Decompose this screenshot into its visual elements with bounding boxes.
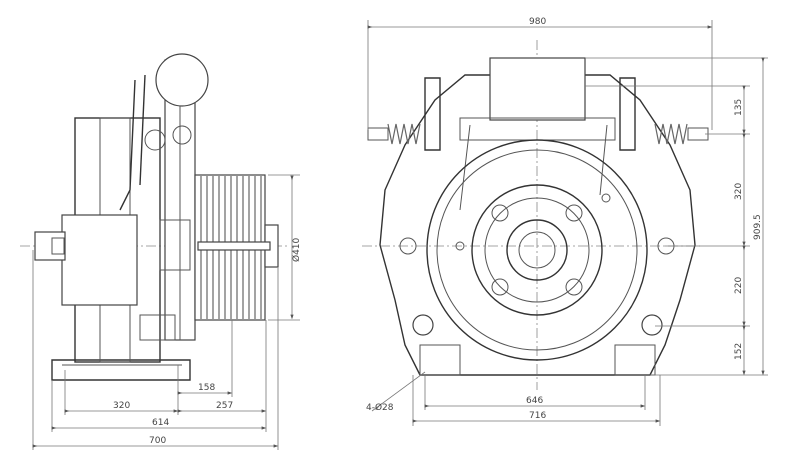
dim-320-front: 320: [734, 183, 744, 200]
shaft-end: [34, 231, 66, 261]
brake-housing-top: [489, 57, 586, 121]
dim-257: 257: [216, 401, 233, 411]
sheave-outer: [426, 139, 648, 361]
brake-spring-left: [367, 123, 421, 145]
brake-magnet: [155, 53, 209, 107]
dim-220: 220: [734, 277, 744, 294]
dim-152: 152: [734, 343, 744, 360]
dim-holes: 4-Ø28: [366, 402, 394, 413]
dim-320-side: 320: [113, 401, 130, 411]
dim-614: 614: [152, 418, 169, 428]
dim-646: 646: [526, 396, 543, 406]
front-view: 980 135 320 220 152 909.5 646 716 4-Ø28: [362, 17, 768, 426]
base-plate: [51, 359, 191, 381]
dim-135: 135: [734, 99, 744, 116]
dim-980: 980: [529, 17, 546, 27]
side-view: Ø410 158 257 320 614 700: [20, 53, 302, 450]
dim-716: 716: [529, 411, 546, 421]
motor-end-cover: [61, 214, 138, 306]
dim-909-5: 909.5: [753, 214, 763, 240]
hub: [471, 184, 603, 316]
dim-700: 700: [149, 436, 166, 446]
dim-sheave-diameter: Ø410: [291, 237, 302, 262]
dim-158: 158: [198, 383, 215, 393]
